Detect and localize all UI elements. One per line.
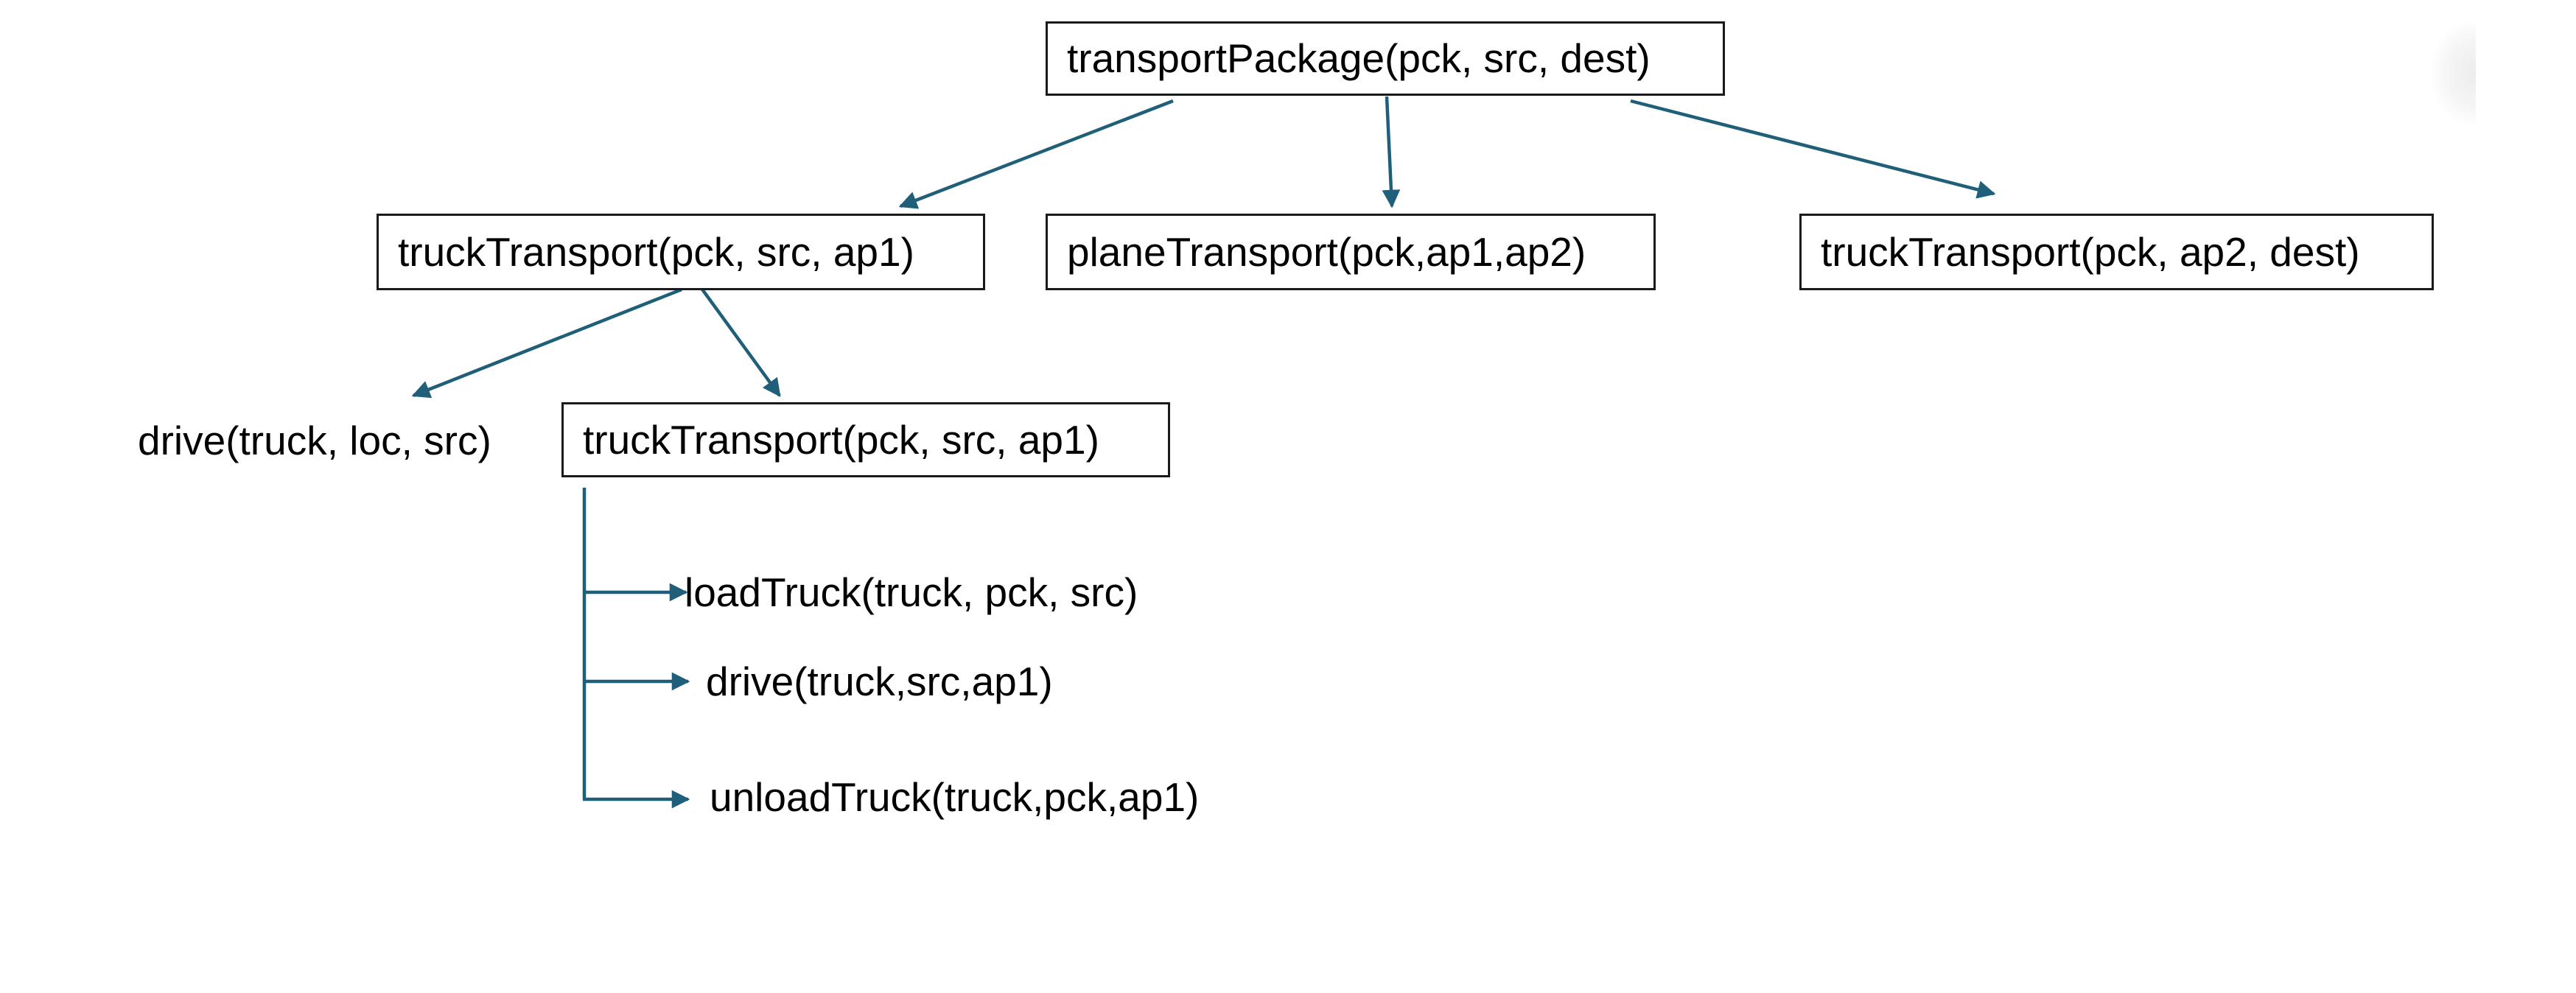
edge-root-to-truck-transport-2 (1630, 99, 1996, 199)
node-transport-package-label: transportPackage(pck, src, dest) (1067, 35, 1651, 81)
node-truck-transport-2: truckTransport(pck, ap2, dest) (1799, 214, 2434, 290)
edge-root-to-plane-transport (1382, 96, 1401, 208)
node-plane-transport: planeTransport(pck,ap1,ap2) (1046, 214, 1656, 290)
edge-root-to-truck-transport-1 (898, 99, 1174, 209)
node-transport-package: transportPackage(pck, src, dest) (1046, 21, 1725, 96)
node-plane-transport-label: planeTransport(pck,ap1,ap2) (1067, 228, 1586, 275)
node-unload-truck-label: unloadTruck(truck,pck,ap1) (710, 773, 1200, 820)
corner-shadow-artifact (2432, 22, 2476, 125)
node-load-truck-label: loadTruck(truck, pck, src) (685, 569, 1138, 615)
edge-truck-transport-1-to-drive-loc (411, 287, 682, 399)
node-truck-transport-1-label: truckTransport(pck, src, ap1) (398, 228, 914, 275)
node-unload-truck: unloadTruck(truck,pck,ap1) (710, 762, 1199, 832)
node-truck-transport-sub-label: truckTransport(pck, src, ap1) (583, 416, 1099, 463)
node-drive-loc: drive(truck, loc, src) (138, 404, 491, 477)
node-drive-loc-label: drive(truck, loc, src) (138, 417, 491, 463)
node-truck-transport-2-label: truckTransport(pck, ap2, dest) (1821, 228, 2360, 275)
node-drive-src-ap1-label: drive(truck,src,ap1) (706, 658, 1053, 704)
edge-truck-transport-1-to-truck-transport-sub (699, 286, 781, 398)
node-drive-src-ap1: drive(truck,src,ap1) (706, 646, 1053, 717)
node-truck-transport-sub: truckTransport(pck, src, ap1) (561, 402, 1170, 477)
node-truck-transport-1: truckTransport(pck, src, ap1) (377, 214, 985, 290)
node-load-truck: loadTruck(truck, pck, src) (685, 557, 1138, 628)
